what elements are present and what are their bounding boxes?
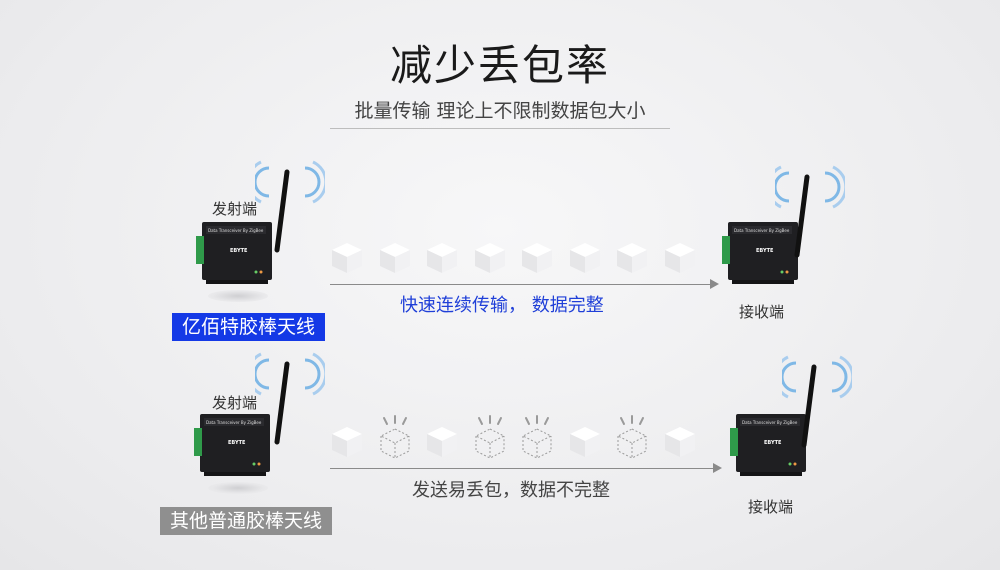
packet-loss-spark-icon	[520, 411, 554, 430]
transmission-arrow	[330, 284, 710, 285]
data-packet-icon	[568, 425, 602, 459]
data-packet-icon	[615, 241, 649, 275]
sender-device: Data Transceiver By ZigBee EBYTE	[196, 222, 282, 286]
receiver-antenna	[766, 155, 848, 265]
device-model-text: Data Transceiver By ZigBee	[206, 420, 262, 425]
receiver-antenna	[773, 345, 855, 455]
data-packet-icon	[330, 241, 364, 275]
data-packet-icon	[473, 241, 507, 275]
data-packet-icon	[568, 241, 602, 275]
page-title: 减少丢包率	[389, 41, 610, 90]
antenna-tag-ebyte: 亿佰特胶棒天线	[172, 313, 326, 341]
lost-packet-icon	[378, 425, 412, 459]
lost-packet-icon	[520, 425, 554, 459]
packet-loss-spark-icon	[615, 411, 649, 430]
device-model-text: Data Transceiver By ZigBee	[208, 228, 264, 233]
sender-device: Data Transceiver By ZigBee EBYTE	[194, 414, 280, 478]
arrow-head-icon	[713, 463, 722, 473]
sender-antenna	[246, 150, 328, 260]
sender-base-shadow	[208, 290, 268, 302]
packet-loss-spark-icon	[473, 411, 507, 430]
sender-antenna	[246, 342, 328, 452]
receiver-device: Data Transceiver By ZigBee EBYTE	[730, 414, 816, 478]
receiver-label: 接收端	[748, 498, 794, 516]
lost-packet-icon	[473, 425, 507, 459]
page-subtitle: 批量传输 理论上不限制数据包大小	[354, 100, 646, 122]
lost-packet-icon	[615, 425, 649, 459]
data-packet-icon	[663, 241, 697, 275]
data-packet-icon	[330, 425, 364, 459]
data-packet-icon	[425, 425, 459, 459]
data-packet-icon	[425, 241, 459, 275]
transmission-arrow	[330, 468, 713, 469]
data-packet-icon	[663, 425, 697, 459]
arrow-head-icon	[710, 279, 719, 289]
row2-caption: 发送易丢包，数据不完整	[412, 480, 610, 501]
device-model-text: Data Transceiver By ZigBee	[742, 420, 798, 425]
device-brand-text: EBYTE	[756, 248, 774, 254]
row1-caption: 快速连续传输， 数据完整	[400, 295, 604, 316]
antenna-tag-generic: 其他普通胶棒天线	[160, 507, 333, 535]
device-brand-text: EBYTE	[230, 248, 248, 254]
device-model-text: Data Transceiver By ZigBee	[734, 228, 790, 233]
subtitle-container: 批量传输 理论上不限制数据包大小	[330, 94, 670, 129]
sender-label: 发射端	[212, 200, 258, 218]
packet-loss-spark-icon	[378, 411, 412, 430]
data-packet-icon	[378, 241, 412, 275]
device-brand-text: EBYTE	[764, 440, 782, 446]
data-packet-icon	[520, 241, 554, 275]
device-brand-text: EBYTE	[228, 440, 246, 446]
receiver-label: 接收端	[739, 303, 785, 321]
sender-base-shadow	[208, 482, 268, 494]
receiver-device: Data Transceiver By ZigBee EBYTE	[722, 222, 808, 286]
sender-label: 发射端	[212, 394, 258, 412]
